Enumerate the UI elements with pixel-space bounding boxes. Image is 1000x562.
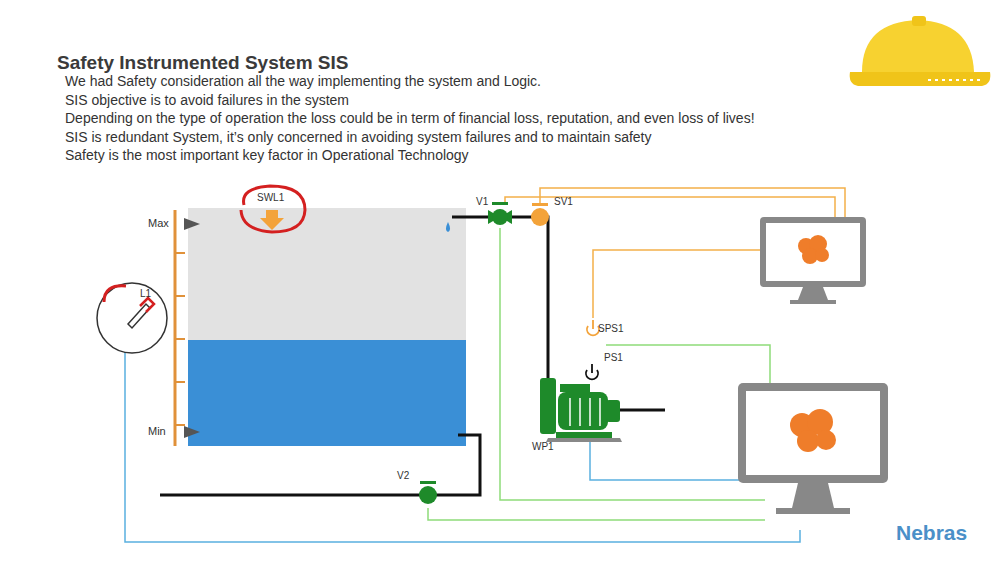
drawing-part [492, 209, 508, 225]
drawing-part [797, 430, 819, 452]
tag-label: SWL1 [257, 192, 284, 203]
power-icons [586, 320, 599, 379]
tag-label: L1 [140, 288, 151, 299]
drawing-part [560, 384, 590, 392]
drawing-part [816, 430, 836, 450]
tank [188, 208, 466, 446]
tag-label: WP1 [532, 441, 554, 452]
drawing-part [792, 483, 834, 508]
drawing-part [760, 217, 866, 287]
drawing-part [591, 364, 593, 373]
signal-wires-blue [125, 312, 800, 542]
drawing-part [531, 208, 549, 226]
drawing-part [815, 248, 829, 262]
bullet-text: SIS objective is to avoid failures in th… [65, 92, 349, 108]
drawing-part [912, 16, 926, 26]
drawing-part [570, 398, 600, 426]
drawing-part [419, 486, 437, 504]
drawing-part [606, 400, 620, 422]
drawing-part [188, 340, 466, 446]
slide-title: Safety Instrumented System SIS [57, 52, 348, 74]
pump-wp1 [540, 378, 622, 442]
drawing-part [790, 300, 836, 304]
drawing-part [175, 424, 185, 426]
valve-v1 [488, 202, 512, 225]
drip [446, 222, 450, 232]
drawing-part [260, 210, 284, 230]
solenoid-valve-sv1 [531, 203, 549, 226]
drawing-part [606, 345, 770, 383]
tag-label: V1 [476, 196, 488, 207]
drawing-part [104, 286, 126, 302]
drawing-part [569, 398, 571, 426]
level-scale [175, 210, 200, 446]
drawing-part [500, 228, 765, 500]
bullet-text: SIS is redundant System, it’s only conce… [65, 129, 652, 145]
drawing-part [620, 409, 665, 412]
drawing-part [428, 508, 765, 520]
bullet-text: Depending on the type of operation the l… [65, 110, 755, 126]
tag-label: SPS1 [598, 323, 624, 334]
drawing-part [546, 438, 622, 442]
drawing-part [766, 223, 860, 281]
drawing-part [488, 210, 512, 224]
drawing-part [184, 218, 200, 230]
level-switch [241, 186, 305, 232]
drawing-part [798, 235, 829, 264]
drawing-part [558, 392, 608, 430]
drawing-part [420, 481, 436, 484]
drawing-part [175, 295, 185, 297]
drawing-part [140, 298, 154, 312]
drawing-part [738, 383, 888, 483]
monitor-1 [760, 217, 866, 304]
drawing-part [556, 432, 612, 438]
drawing-part [175, 253, 185, 425]
drawing-part [492, 202, 508, 205]
drawing-part [175, 381, 185, 383]
drawing-part [125, 312, 800, 542]
tag-label: V2 [397, 470, 409, 481]
drawing-part [174, 210, 177, 446]
bullet-text: We had Safety consideration all the way … [65, 73, 541, 89]
scale-label: Max [148, 217, 169, 229]
drawing-part [128, 304, 150, 328]
watermark: Nebras [896, 521, 967, 545]
helmet-icon [850, 16, 991, 86]
level-gauge [97, 283, 167, 353]
drawing-part [579, 398, 581, 426]
drawing-part [798, 287, 828, 300]
drawing-part [790, 409, 836, 452]
drawing-part [850, 72, 991, 86]
drawing-part [540, 188, 845, 217]
inlet-pipe [452, 217, 548, 380]
monitor-2 [738, 383, 888, 514]
drawing-part [928, 79, 982, 81]
drawing-part [188, 208, 466, 446]
drawing-part [540, 378, 556, 434]
drawing-part [505, 197, 835, 217]
tag-label: PS1 [604, 352, 623, 363]
drawing-part [590, 438, 740, 480]
drawing-part [593, 250, 770, 318]
scale-label: Min [148, 425, 166, 437]
drawing-part [175, 252, 185, 254]
drawing-part [862, 20, 974, 72]
drawing-part [592, 320, 594, 329]
drawing-part [160, 435, 480, 495]
drawing-part [532, 203, 548, 206]
drawing-part [746, 391, 880, 475]
tag-label: SV1 [554, 196, 573, 207]
bullet-text: Safety is the most important key factor … [65, 147, 469, 163]
drawing-part [589, 398, 591, 426]
drawing-part [776, 508, 850, 514]
drawing-part [452, 217, 548, 380]
drawing-part [241, 186, 305, 232]
drawing-part [97, 283, 167, 353]
drawing-part [599, 398, 601, 426]
drawing-part [175, 338, 185, 340]
drawing-part [184, 426, 200, 438]
valve-v2 [419, 481, 437, 504]
